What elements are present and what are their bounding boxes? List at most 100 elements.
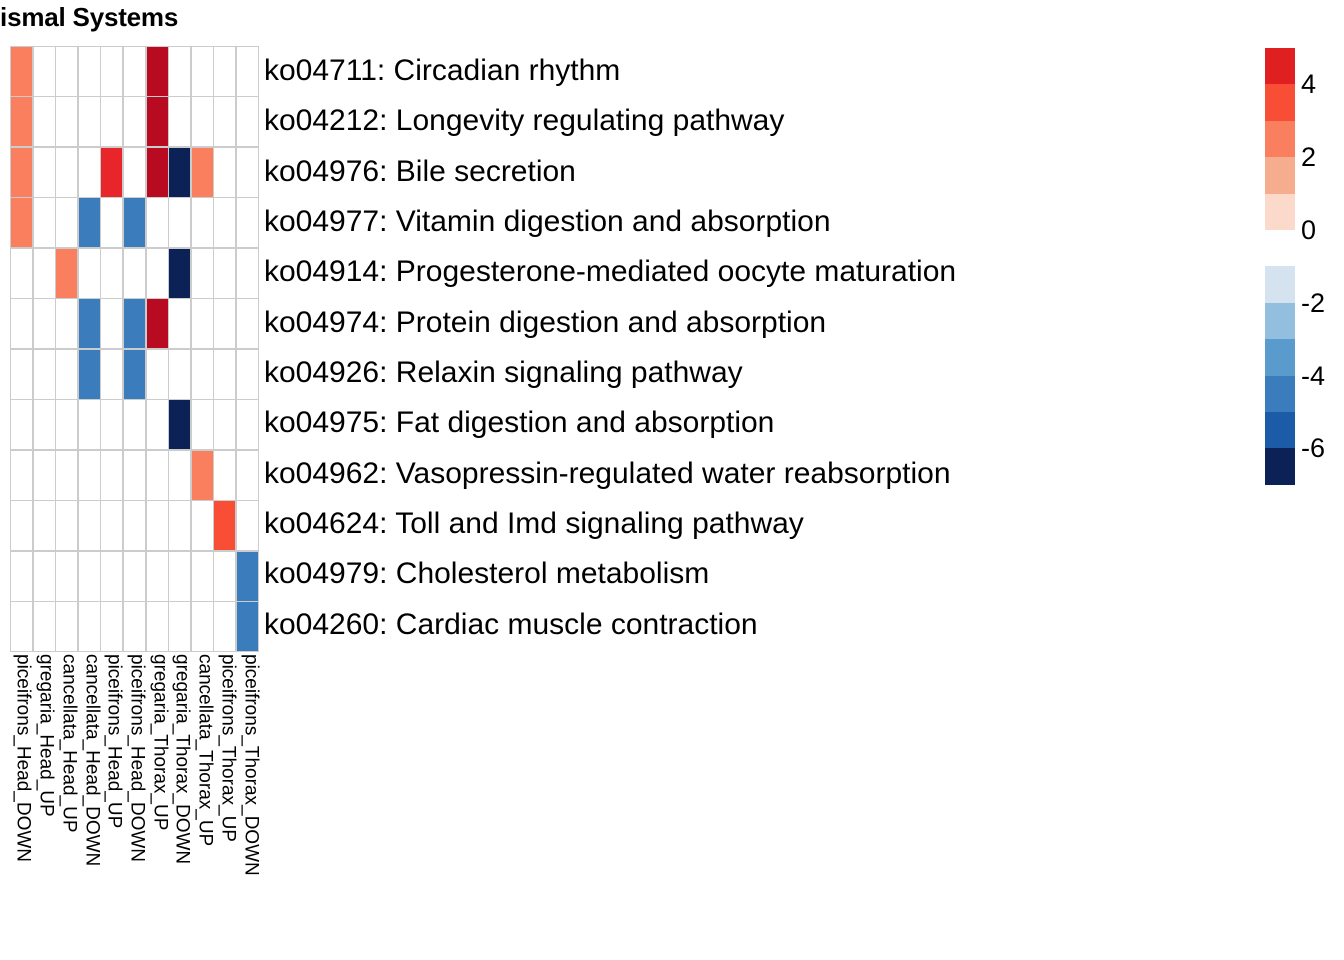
heatmap-cell (146, 97, 168, 147)
legend-swatch (1265, 375, 1295, 412)
heatmap-cell (56, 602, 78, 651)
heatmap-cell (11, 450, 33, 500)
heatmap-cell (169, 248, 191, 298)
column-label-slot: piceifrons_Head_DOWN (10, 654, 34, 954)
legend-swatch (1265, 339, 1295, 376)
heatmap-cell (78, 349, 100, 399)
heatmap-cell (236, 198, 258, 248)
heatmap-cell (236, 97, 258, 147)
heatmap-cell (123, 248, 146, 298)
heatmap-cell (78, 400, 100, 450)
heatmap-cell (236, 248, 258, 298)
heatmap-cell (123, 400, 146, 450)
heatmap-cell (123, 47, 146, 96)
heatmap-cell (56, 198, 78, 248)
legend-tick-label: 4 (1301, 69, 1317, 100)
heatmap-cell (56, 349, 78, 399)
heatmap-cell (191, 47, 213, 96)
heatmap-cell (169, 47, 191, 96)
heatmap-cell (78, 97, 100, 147)
heatmap-cell (123, 450, 146, 500)
heatmap-cell (101, 248, 123, 298)
heatmap-cell (169, 501, 191, 551)
heatmap-cell (146, 400, 168, 450)
heatmap-cell (191, 97, 213, 147)
row-label: ko04979: Cholesterol metabolism (264, 557, 710, 591)
heatmap-cell (11, 602, 33, 651)
row-label: ko04977: Vitamin digestion and absorptio… (264, 205, 831, 239)
heatmap-cell (78, 602, 100, 651)
heatmap-cell (191, 551, 213, 601)
column-label: cancellata_Thorax_UP (194, 654, 216, 847)
legend-swatch (1265, 48, 1295, 85)
heatmap-cell (191, 198, 213, 248)
column-label-slot: piceifrons_Thorax_DOWN (237, 654, 261, 954)
column-label-slot: gregaria_Head_UP (33, 654, 56, 954)
heatmap-cell (191, 501, 213, 551)
heatmap-cell (191, 147, 213, 197)
heatmap-cell (101, 349, 123, 399)
row-label: ko04212: Longevity regulating pathway (264, 104, 785, 138)
heatmap-cell (236, 551, 258, 601)
legend-tick-label: 0 (1301, 215, 1317, 245)
heatmap-cell (123, 97, 146, 147)
heatmap-cell (78, 198, 100, 248)
heatmap-cell (191, 602, 213, 651)
legend-swatch-zero (1265, 229, 1295, 267)
heatmap-cell (101, 551, 123, 601)
heatmap-cell (11, 97, 33, 147)
heatmap-cell (236, 47, 258, 96)
row-label: ko04975: Fat digestion and absorption (264, 406, 775, 440)
heatmap-cell (169, 551, 191, 601)
row-label: ko04976: Bile secretion (264, 154, 576, 188)
heatmap-cell (56, 501, 78, 551)
heatmap-cell (11, 47, 33, 96)
heatmap-cell (56, 551, 78, 601)
column-label: piceifrons_Head_DOWN (12, 654, 34, 863)
heatmap-cell (214, 97, 236, 147)
heatmap-cell (214, 501, 236, 551)
column-label: gregaria_Thorax_UP (149, 654, 171, 831)
heatmap-cell (56, 299, 78, 349)
page-title: hment: Organismal Systems (0, 2, 179, 32)
heatmap-cell (11, 248, 33, 298)
heatmap-cell (123, 299, 146, 349)
heatmap-cell (101, 602, 123, 651)
row-label: ko04962: Vasopressin-regulated water rea… (264, 456, 951, 490)
heatmap-cell (11, 400, 33, 450)
heatmap-cell (33, 198, 55, 248)
heatmap-cell (146, 501, 168, 551)
heatmap-cell (78, 450, 100, 500)
column-label-slot: cancellata_Thorax_UP (192, 654, 216, 954)
heatmap-cell (11, 198, 33, 248)
heatmap-cell (236, 602, 258, 651)
heatmap-cell (123, 602, 146, 651)
heatmap-cell (214, 248, 236, 298)
heatmap-cell (191, 349, 213, 399)
heatmap-cell (214, 602, 236, 651)
heatmap-cell (56, 450, 78, 500)
heatmap-cell (33, 299, 55, 349)
heatmap-cell (33, 551, 55, 601)
heatmap-cell (169, 97, 191, 147)
heatmap-cell (214, 551, 236, 601)
heatmap-cell (191, 450, 213, 500)
heatmap-cell (146, 299, 168, 349)
heatmap-cell (236, 299, 258, 349)
column-label-slot: cancellata_Head_DOWN (78, 654, 102, 954)
heatmap-cell (11, 551, 33, 601)
heatmap-cell (78, 248, 100, 298)
heatmap-grid (10, 46, 259, 652)
legend-tick-label: 2 (1301, 142, 1317, 173)
heatmap-cell (78, 299, 100, 349)
heatmap-cell (123, 147, 146, 197)
heatmap-cell (56, 147, 78, 197)
legend-tick-label: -4 (1301, 360, 1326, 391)
heatmap-cell (11, 147, 33, 197)
heatmap-cell (146, 450, 168, 500)
heatmap-cell (236, 400, 258, 450)
column-label: piceifrons_Thorax_UP (217, 654, 239, 842)
heatmap-cell (191, 299, 213, 349)
legend-tick-label: -2 (1301, 287, 1326, 318)
